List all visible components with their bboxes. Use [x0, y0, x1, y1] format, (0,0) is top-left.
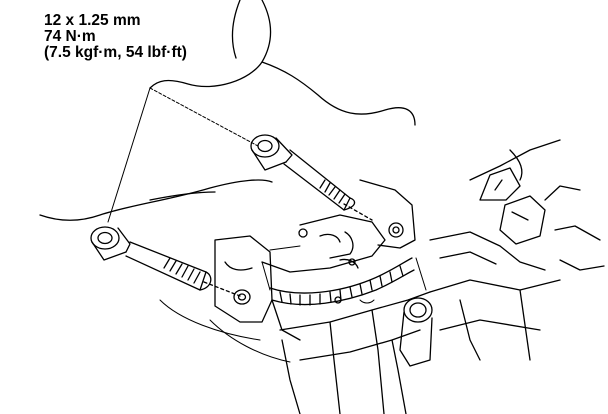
casting-details	[159, 245, 427, 363]
housing-curve-lower	[149, 191, 216, 201]
upper-bolt	[250, 134, 373, 221]
gear-teeth	[279, 265, 404, 306]
housing-curve	[39, 179, 273, 221]
subframe	[279, 279, 561, 414]
torque-spec-callout: 12 x 1.25 mm 74 N·m (7.5 kgf·m, 54 lbf·f…	[44, 13, 187, 61]
lower-bolt	[90, 226, 241, 297]
transmission-case	[429, 139, 605, 271]
upper-bolt-thread	[319, 179, 351, 211]
engine-casting-outline	[149, 0, 272, 89]
lower-bolt-thread	[163, 257, 207, 291]
torque-nm-label: 74 N·m	[44, 28, 96, 45]
casting-boss-contour	[261, 61, 416, 126]
ring-gear	[269, 257, 415, 306]
bolt-size-label: 12 x 1.25 mm	[44, 12, 141, 29]
torque-alt-label: (7.5 kgf·m, 54 lbf·ft)	[44, 44, 187, 61]
callout-leader	[107, 87, 259, 223]
casting-edge	[231, 0, 241, 59]
mount-bracket	[214, 179, 416, 341]
